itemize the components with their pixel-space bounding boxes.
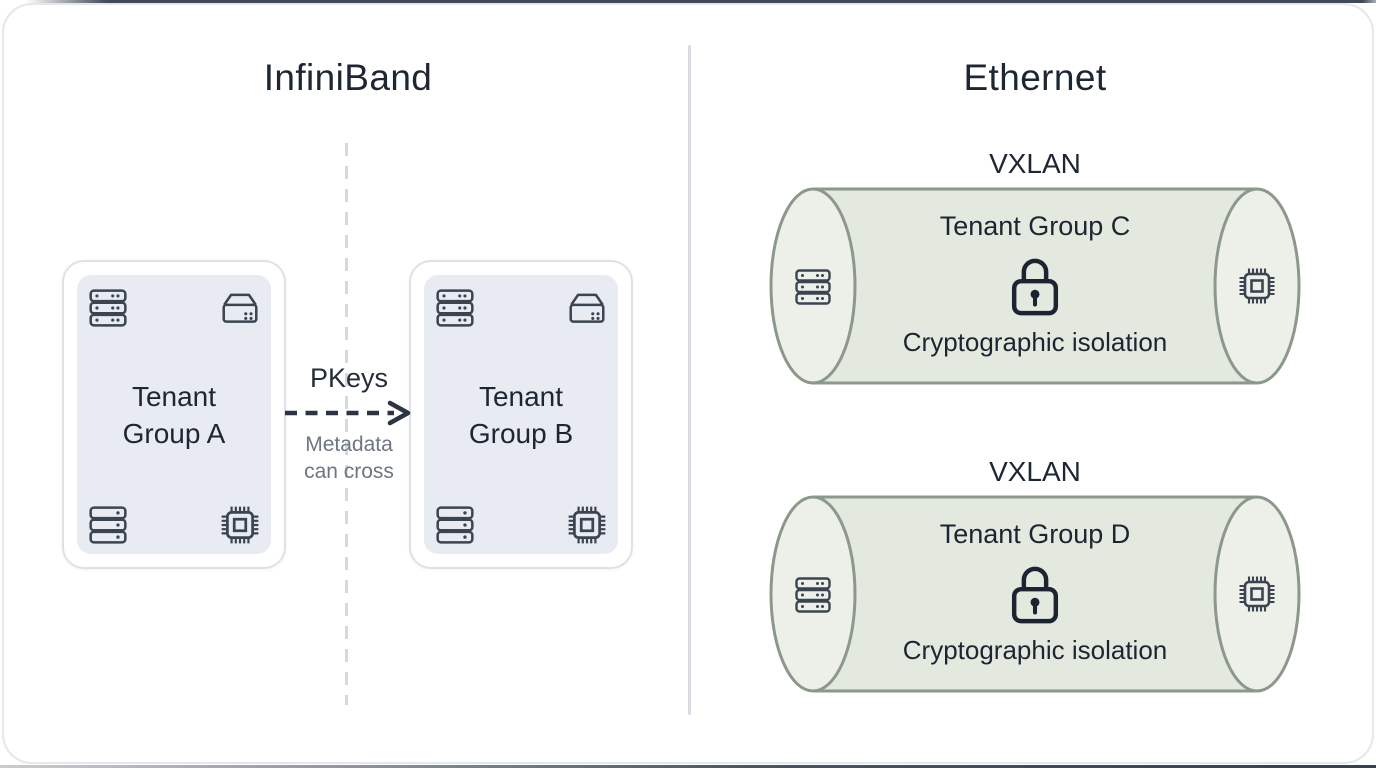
metadata-note: Metadata can cross bbox=[266, 431, 432, 485]
server-rack-icon bbox=[793, 266, 833, 308]
metadata-note-line2: can cross bbox=[304, 460, 394, 483]
database-stack-icon bbox=[434, 504, 476, 546]
cpu-chip-icon bbox=[566, 504, 608, 546]
screen-top-edge bbox=[26, 0, 1376, 3]
tenant-b-label-line2: Group B bbox=[468, 417, 574, 449]
server-rack-icon bbox=[793, 574, 833, 616]
tenant-group-a-label: Tenant Group A bbox=[77, 378, 271, 452]
cpu-chip-icon bbox=[1237, 265, 1277, 307]
server-rack-icon bbox=[434, 287, 476, 329]
tenant-group-b-label: Tenant Group B bbox=[424, 378, 618, 452]
tenant-group-a-box: Tenant Group A bbox=[62, 260, 286, 569]
cryptographic-isolation-caption: Cryptographic isolation bbox=[902, 635, 1168, 665]
pkeys-dashed-arrow-icon bbox=[285, 400, 411, 426]
tenant-group-d-label: Tenant Group D bbox=[939, 519, 1131, 549]
storage-box-icon bbox=[566, 287, 608, 329]
cryptographic-isolation-caption: Cryptographic isolation bbox=[902, 327, 1168, 357]
tenant-b-label-line1: Tenant bbox=[478, 380, 564, 412]
ethernet-panel-title: Ethernet bbox=[963, 57, 1107, 98]
infiniband-panel-title: InfiniBand bbox=[263, 57, 433, 98]
storage-box-icon bbox=[219, 287, 261, 329]
vxlan-tunnel-c: Tenant Group C Cryptographic isolation bbox=[767, 184, 1303, 388]
pkeys-label: PKeys bbox=[309, 363, 389, 393]
lock-icon bbox=[1010, 256, 1060, 318]
lock-icon bbox=[1010, 564, 1060, 626]
screen-bottom-edge bbox=[0, 765, 1376, 768]
tenant-group-b-box: Tenant Group B bbox=[409, 260, 633, 569]
tenant-group-c-label: Tenant Group C bbox=[939, 211, 1131, 241]
diagram-card: InfiniBand Ethernet Tenant Group A Tenan… bbox=[2, 3, 1374, 764]
server-rack-icon bbox=[87, 287, 129, 329]
tenant-group-b-surface: Tenant Group B bbox=[424, 275, 618, 554]
tenant-group-a-surface: Tenant Group A bbox=[77, 275, 271, 554]
cylinder-shape bbox=[769, 495, 1301, 693]
vxlan-label-2: VXLAN bbox=[989, 456, 1081, 487]
cpu-chip-icon bbox=[1237, 573, 1277, 615]
panel-divider-line bbox=[688, 45, 691, 715]
vxlan-tunnel-d: Tenant Group D Cryptographic isolation bbox=[767, 492, 1303, 696]
tenant-a-label-line1: Tenant bbox=[131, 380, 217, 412]
cpu-chip-icon bbox=[219, 504, 261, 546]
tenant-a-label-line2: Group A bbox=[122, 417, 226, 449]
database-stack-icon bbox=[87, 504, 129, 546]
cylinder-shape bbox=[769, 187, 1301, 385]
vxlan-label-1: VXLAN bbox=[989, 148, 1081, 179]
metadata-note-line1: Metadata bbox=[305, 433, 393, 456]
infiniband-boundary-dashed-line bbox=[345, 143, 348, 705]
